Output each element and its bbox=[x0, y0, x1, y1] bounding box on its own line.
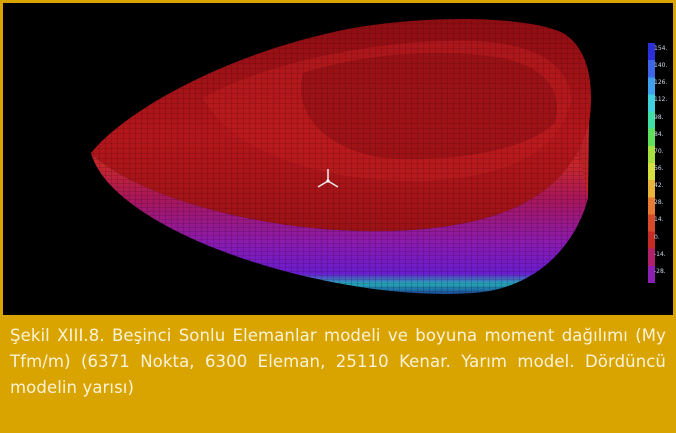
legend-label: 154. bbox=[654, 45, 668, 52]
legend-label: 14. bbox=[654, 216, 664, 224]
figure-caption: Şekil XIII.8. Beşinci Sonlu Elemanlar mo… bbox=[10, 326, 666, 397]
legend-label: -28. bbox=[654, 267, 666, 275]
legend-label: 28. bbox=[654, 199, 664, 207]
legend-label: 0. bbox=[654, 233, 660, 241]
contour-legend: 154. 140. 126. 112. 98. 84. 70. 56. 42. 28. 14. 0. -… bbox=[648, 43, 673, 283]
legend-label: 140. bbox=[654, 62, 668, 70]
legend-label: -14. bbox=[654, 250, 666, 258]
legend-label: 70. bbox=[654, 147, 664, 155]
legend-label: 112. bbox=[654, 96, 668, 104]
xyz-axis-triad-icon bbox=[317, 169, 339, 188]
legend-label: 98. bbox=[654, 113, 664, 121]
legend-label: 42. bbox=[654, 182, 664, 190]
legend-label: 84. bbox=[654, 130, 664, 138]
legend-label: 126. bbox=[654, 79, 668, 87]
model-viewport[interactable]: 154. 140. 126. 112. 98. 84. 70. 56. 42. 28. 14. 0. -… bbox=[3, 3, 673, 315]
legend-color-bar bbox=[648, 43, 655, 283]
legend-label: 56. bbox=[654, 165, 664, 172]
fe-model-render bbox=[91, 18, 592, 294]
